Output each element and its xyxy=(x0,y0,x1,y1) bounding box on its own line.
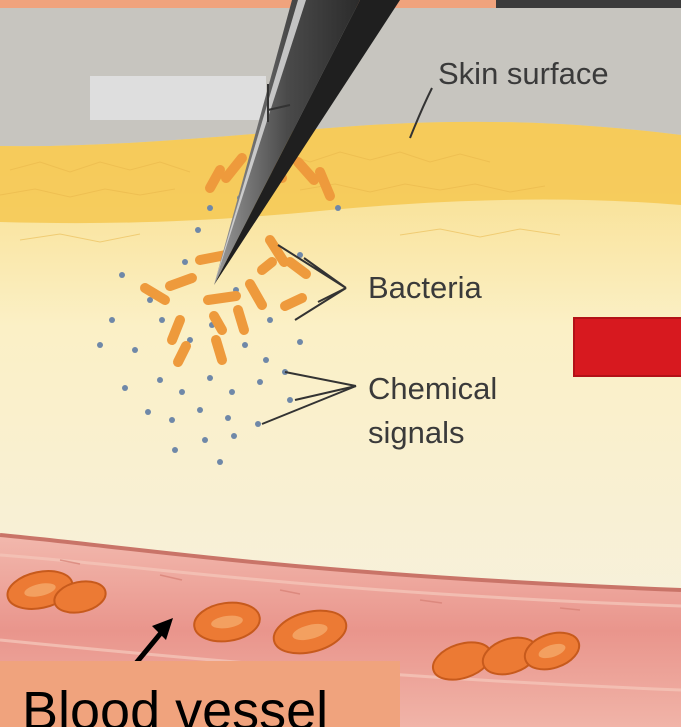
label-skin-surface: Skin surface xyxy=(438,55,609,93)
label-blood-vessel: Blood vessel xyxy=(22,681,328,727)
top-bar-left xyxy=(0,0,496,8)
red-marker xyxy=(574,318,681,376)
masked-label-box xyxy=(90,76,266,120)
top-bar-right xyxy=(496,0,681,8)
label-bacteria: Bacteria xyxy=(368,269,482,307)
label-chemical-signals: Chemical signals xyxy=(368,367,497,455)
blood-vessel-label-box: Blood vessel xyxy=(0,661,400,727)
label-chemical-line1: Chemical xyxy=(368,367,497,411)
label-chemical-line2: signals xyxy=(368,411,497,455)
